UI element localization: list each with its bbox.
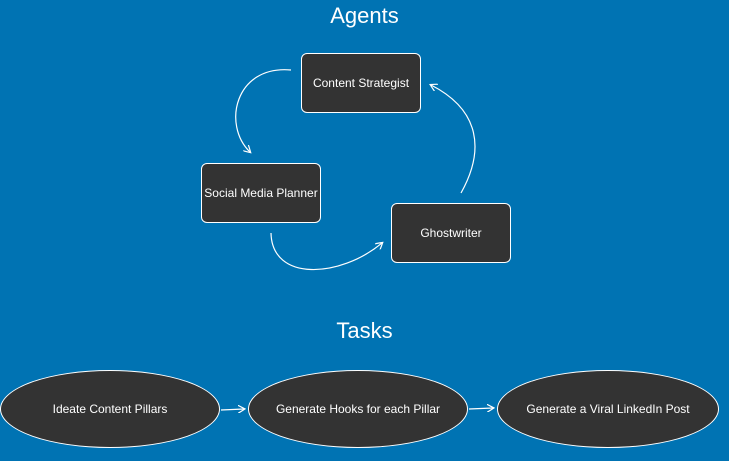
task-node-generate-hooks[interactable]: Generate Hooks for each Pillar — [248, 370, 468, 448]
tasks-section-title: Tasks — [336, 318, 393, 343]
agent-label: Ghostwriter — [420, 226, 482, 240]
task-label: Generate a Viral LinkedIn Post — [526, 402, 690, 416]
agent-label: Social Media Planner — [204, 186, 318, 200]
agents-section-title: Agents — [330, 3, 399, 28]
edge-task2-to-task3 — [468, 408, 493, 409]
agent-node-content-strategist[interactable]: Content Strategist — [301, 53, 421, 113]
agent-node-social-media-planner[interactable]: Social Media Planner — [201, 163, 321, 223]
edge-strategist-to-planner — [235, 69, 292, 152]
agent-node-ghostwriter[interactable]: Ghostwriter — [391, 203, 511, 263]
agent-label: Content Strategist — [312, 76, 410, 90]
edge-planner-to-ghostwriter — [270, 232, 382, 271]
task-label: Ideate Content Pillars — [52, 402, 168, 416]
task-node-generate-viral-post[interactable]: Generate a Viral LinkedIn Post — [497, 370, 719, 448]
edge-ghostwriter-to-strategist — [431, 85, 476, 194]
task-node-ideate-content-pillars[interactable]: Ideate Content Pillars — [0, 370, 220, 448]
edge-task1-to-task2 — [220, 409, 244, 410]
task-label: Generate Hooks for each Pillar — [275, 402, 441, 416]
